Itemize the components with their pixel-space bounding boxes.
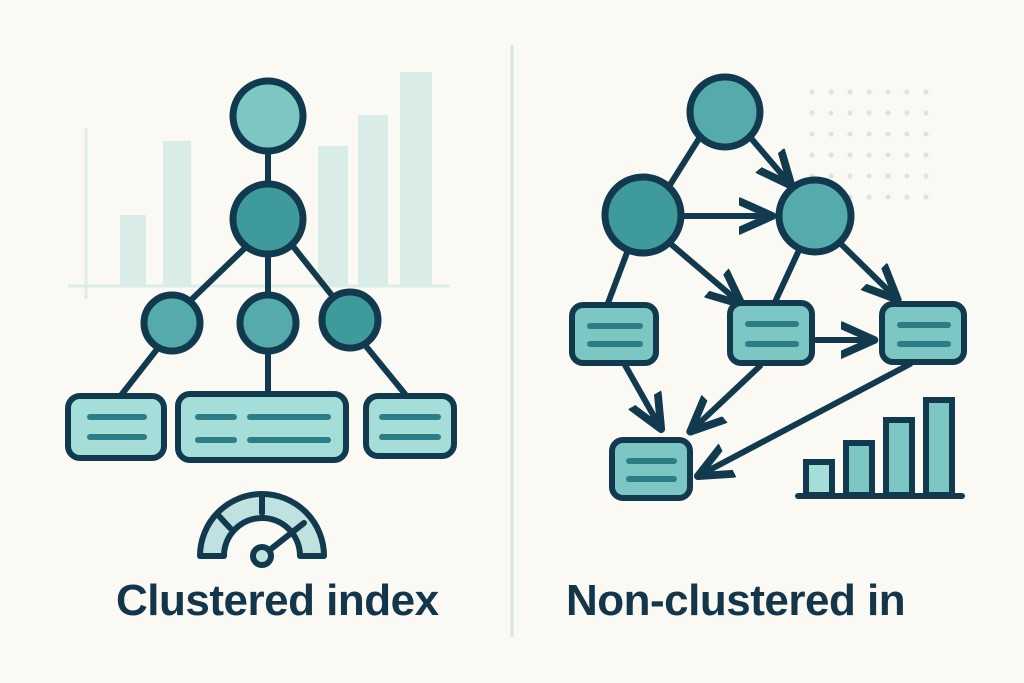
graph-edge-right-recb [772, 245, 803, 305]
graph-nodes [601, 73, 855, 257]
graph-edge-right-recc [837, 240, 896, 298]
graph-edge-top-right [747, 134, 790, 184]
gauge-hub [250, 544, 274, 568]
tree-nodes [140, 77, 382, 355]
record-boxes-left [65, 391, 457, 463]
ghost-bar [120, 215, 146, 286]
chart-bar [803, 459, 835, 498]
ghost-bar [318, 146, 348, 286]
record-box [363, 393, 457, 459]
tree-node-mid [229, 180, 307, 258]
record-box [569, 302, 659, 366]
chart-bar [923, 397, 955, 498]
graph-edge-left-recb [669, 242, 740, 303]
dot-grid-decoration [809, 89, 929, 200]
record-box [879, 301, 967, 365]
tree-edge-leaf3-rec3 [362, 342, 408, 397]
tree-node-leaf [140, 291, 204, 355]
caption-clustered-index: Clustered index [116, 576, 439, 625]
tree-edge-mid-leaf3 [289, 242, 337, 301]
graph-edge-recc-recd [700, 361, 913, 475]
ghost-bar [400, 72, 432, 286]
growth-bar-chart [795, 397, 965, 499]
record-box [609, 437, 693, 501]
graph-edge-top-left [665, 134, 703, 191]
tree-node-root [229, 77, 307, 155]
tree-node-leaf [318, 288, 382, 352]
ghost-bar [163, 141, 191, 286]
record-box [65, 393, 167, 461]
tree-edge-mid-leaf1 [187, 243, 250, 304]
record-boxes-right [569, 300, 967, 501]
ghost-bar-chart [68, 72, 450, 299]
graph-node-left [601, 173, 685, 257]
graph-edge-recb-recd [692, 363, 763, 430]
graph-node-top [686, 73, 764, 151]
caption-non-clustered-index: Non-clustered in [566, 576, 906, 625]
tree-node-leaf [236, 291, 300, 355]
record-box [175, 391, 349, 463]
speed-gauge-icon [197, 491, 327, 568]
record-box [727, 300, 815, 366]
ghost-bar [358, 115, 388, 286]
chart-bar [843, 440, 875, 498]
graph-edge-reca-recd [622, 362, 660, 427]
graph-edge-left-reca [605, 247, 631, 306]
chart-bar [883, 417, 915, 498]
graph-node-right [775, 176, 855, 256]
tree-edges [119, 148, 408, 397]
tree-edge-leaf1-rec1 [119, 345, 161, 397]
graph-edges [605, 134, 913, 475]
